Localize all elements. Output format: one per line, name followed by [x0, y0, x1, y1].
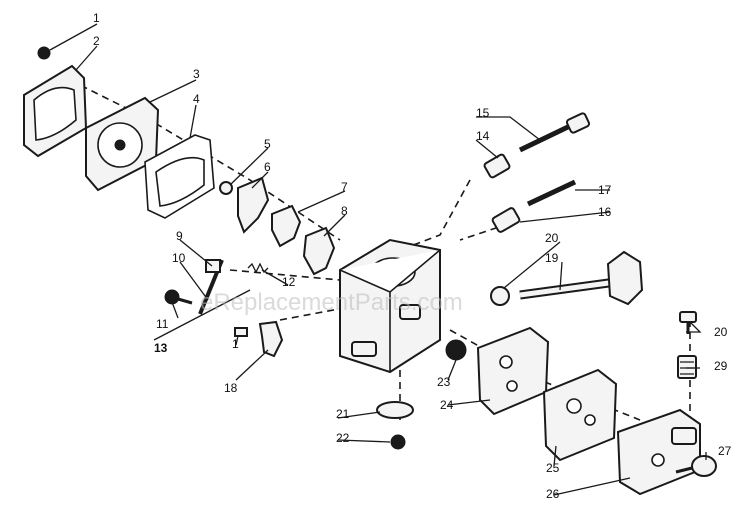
- part-filter-23[interactable]: [445, 339, 467, 361]
- callout-4: 4: [193, 92, 200, 106]
- part-needle-17[interactable]: [526, 179, 577, 207]
- callout-20-right: 20: [714, 325, 728, 339]
- callout-labels: 1 2 3 4 5 6 7 8 9 10 11 12 13 1 18 15 14…: [93, 11, 732, 501]
- callout-7: 7: [341, 180, 348, 194]
- part-washer-5[interactable]: [219, 181, 233, 195]
- callout-9: 9: [176, 229, 183, 243]
- callout-1: 1: [93, 11, 100, 25]
- part-screw-lower[interactable]: [234, 327, 248, 337]
- callout-1-lower: 1: [232, 337, 239, 351]
- part-throttle-shaft-19[interactable]: [519, 250, 644, 306]
- callout-24: 24: [440, 398, 454, 412]
- part-needle-15[interactable]: [518, 112, 591, 153]
- part-screw-20-right[interactable]: [679, 311, 697, 334]
- callout-16: 16: [598, 205, 612, 219]
- callout-18: 18: [224, 381, 238, 395]
- callout-6: 6: [264, 160, 271, 174]
- part-bushing-20[interactable]: [490, 286, 510, 306]
- callout-26: 26: [546, 487, 560, 501]
- callout-23: 23: [437, 375, 451, 389]
- leader-lines: [49, 23, 707, 496]
- part-shaft-10[interactable]: [198, 259, 224, 315]
- callout-22: 22: [336, 431, 350, 445]
- callout-10: 10: [172, 251, 186, 265]
- callout-3: 3: [193, 67, 200, 81]
- part-gasket-24[interactable]: [476, 326, 550, 416]
- part-spring-29[interactable]: [677, 355, 697, 379]
- part-gasket-4[interactable]: [144, 134, 215, 219]
- callout-14: 14: [476, 129, 490, 143]
- part-screw-27[interactable]: [675, 455, 717, 477]
- part-plug-22[interactable]: [390, 434, 406, 450]
- part-plate-8[interactable]: [302, 226, 336, 276]
- callout-13: 13: [154, 341, 168, 355]
- callout-2: 2: [93, 34, 100, 48]
- callout-8: 8: [341, 204, 348, 218]
- part-pump-cover-26[interactable]: [616, 408, 701, 496]
- callout-25: 25: [546, 461, 560, 475]
- part-carburetor-body[interactable]: [339, 238, 441, 374]
- callout-12: 12: [282, 275, 296, 289]
- callout-15: 15: [476, 106, 490, 120]
- part-jet-14[interactable]: [483, 153, 511, 179]
- callout-5: 5: [264, 137, 271, 151]
- part-bracket-18[interactable]: [258, 320, 284, 358]
- part-disc-21[interactable]: [376, 401, 414, 419]
- part-spring-16[interactable]: [491, 207, 521, 233]
- part-diaphragm-25[interactable]: [542, 368, 618, 462]
- callout-29: 29: [714, 359, 728, 373]
- callout-19: 19: [545, 251, 559, 265]
- callout-11: 11: [156, 317, 169, 331]
- part-lever-7[interactable]: [271, 204, 302, 248]
- part-screw-11[interactable]: [164, 289, 193, 305]
- callout-27: 27: [718, 444, 732, 458]
- part-screw-top[interactable]: [37, 46, 51, 60]
- part-spring-12[interactable]: [247, 262, 269, 274]
- callout-20-upper: 20: [545, 231, 559, 245]
- callout-17: 17: [598, 183, 612, 197]
- part-cover-plate[interactable]: [23, 64, 88, 158]
- watermark-text: eReplacementParts.com: [200, 289, 463, 316]
- callout-21: 21: [336, 407, 350, 421]
